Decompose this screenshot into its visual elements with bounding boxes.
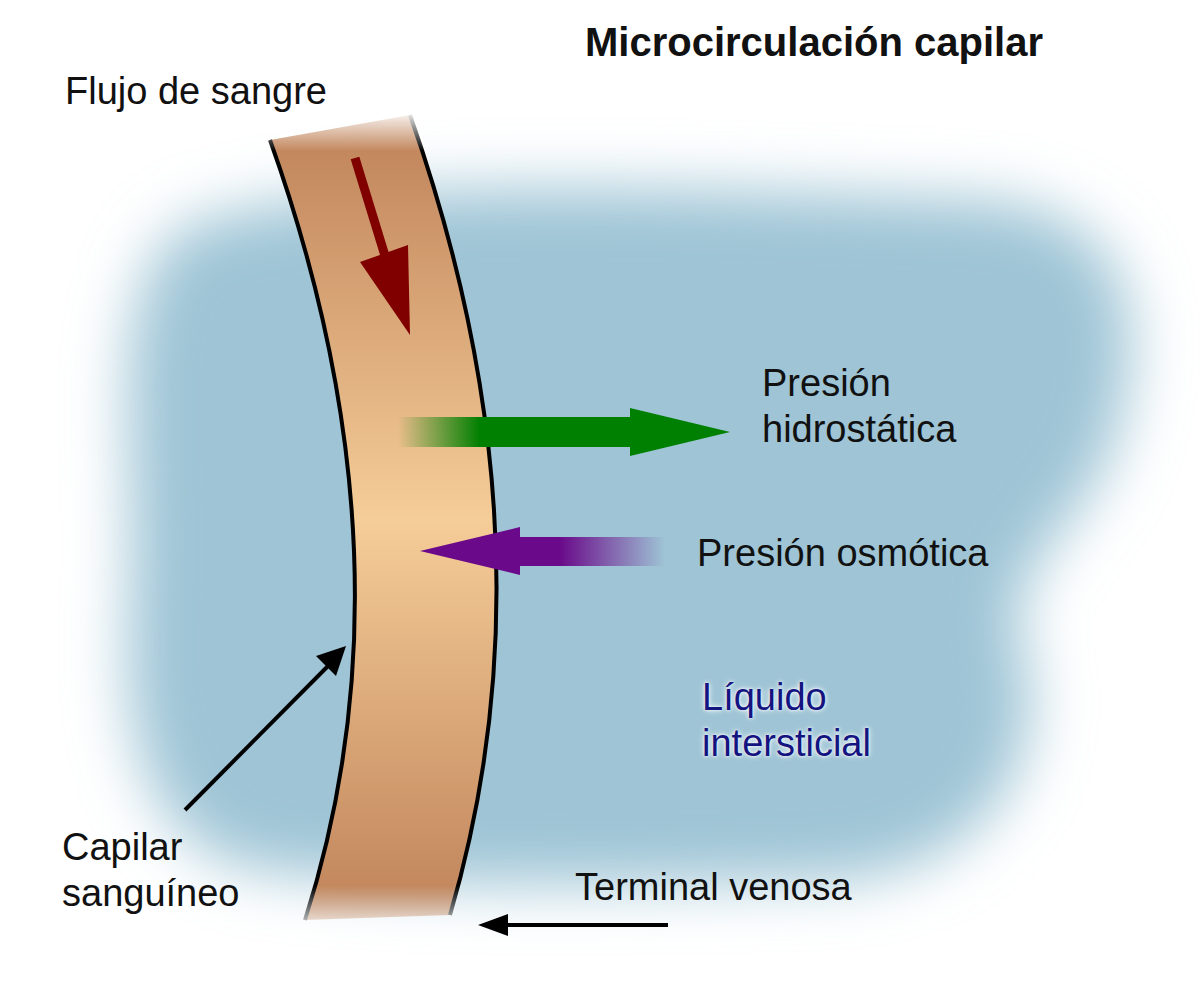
part-label: Terminal venosa: [575, 864, 975, 910]
capillary-wall: [410, 115, 497, 915]
capillary-wall: [270, 140, 355, 920]
capillary-vessel: [270, 115, 497, 920]
osmotic-arrow: [420, 527, 666, 575]
hydrostatic-arrow: [398, 408, 730, 456]
pressure-label: Presión hidrostática: [762, 360, 1042, 452]
leader-line: [478, 914, 668, 936]
pressure-label: Presión osmótica: [697, 530, 1117, 576]
flow-arrow: [355, 158, 410, 335]
leader-line: [185, 646, 346, 810]
flow-label: Flujo de sangre: [65, 68, 425, 114]
part-label: Capilar sanguíneo: [62, 824, 312, 916]
region-label: Líquido intersticial: [702, 674, 962, 766]
diagram-title: Microcirculación capilar: [585, 18, 1043, 66]
interstitial-fluid: [128, 189, 1130, 885]
